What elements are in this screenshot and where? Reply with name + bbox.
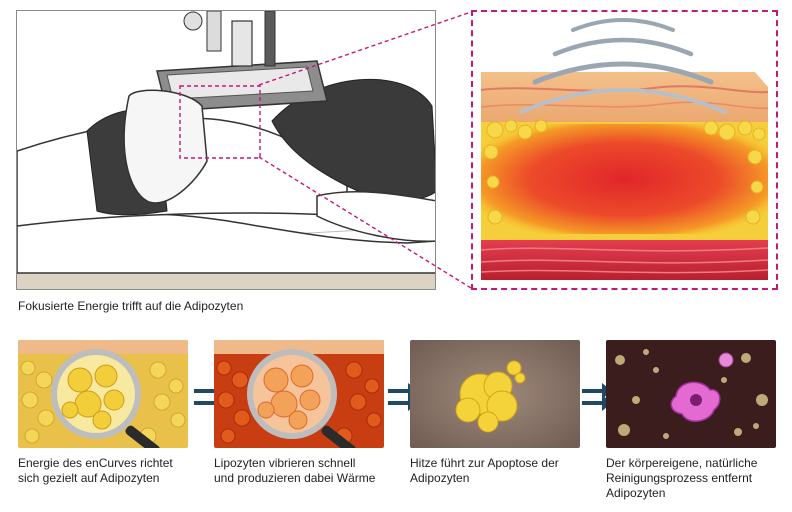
tissue-cross-section-zoom: [471, 10, 778, 290]
double-arrow-icon: [582, 383, 612, 411]
step-3-line-2: Adipozyten: [410, 471, 470, 485]
tissue-layers-drawing: [473, 12, 776, 288]
main-caption: Fokusierte Energie trifft auf die Adipoz…: [18, 299, 244, 313]
macrophage-cleanup-drawing: [606, 340, 776, 448]
magnifier-fat-cells-drawing: [18, 340, 188, 448]
step-4-image: [606, 340, 776, 448]
apoptosis-cell-drawing: [410, 340, 580, 448]
step-1-line-2: sich gezielt auf Adipozyten: [18, 471, 160, 485]
step-4-line-1: Der körpereigene, natürliche: [606, 456, 758, 470]
step-2-image: [214, 340, 384, 448]
step-4-description: Der körpereigene, natürliche Reinigungsp…: [606, 456, 776, 501]
step-4-line-3: Adipozyten: [606, 486, 666, 500]
zoom-connector-lines: [258, 11, 472, 289]
step-2-line-2: und produzieren dabei Wärme: [214, 471, 376, 485]
step-1-description: Energie des enCurves richtet sich geziel…: [18, 456, 188, 486]
treatment-illustration: [16, 10, 436, 290]
step-2-description: Lipozyten vibrieren schnell und produzie…: [214, 456, 384, 486]
magnifier-heated-cells-drawing: [214, 340, 384, 448]
step-3-line-1: Hitze führt zur Apoptose der: [410, 456, 559, 470]
step-4-line-2: Reinigungsprozess entfernt: [606, 471, 753, 485]
step-3-image: [410, 340, 580, 448]
step-1-line-1: Energie des enCurves richtet: [18, 456, 173, 470]
step-2-line-1: Lipozyten vibrieren schnell: [214, 456, 356, 470]
body-with-applicator-drawing: [17, 11, 435, 289]
step-3-description: Hitze führt zur Apoptose der Adipozyten: [410, 456, 580, 486]
step-1-image: [18, 340, 188, 448]
